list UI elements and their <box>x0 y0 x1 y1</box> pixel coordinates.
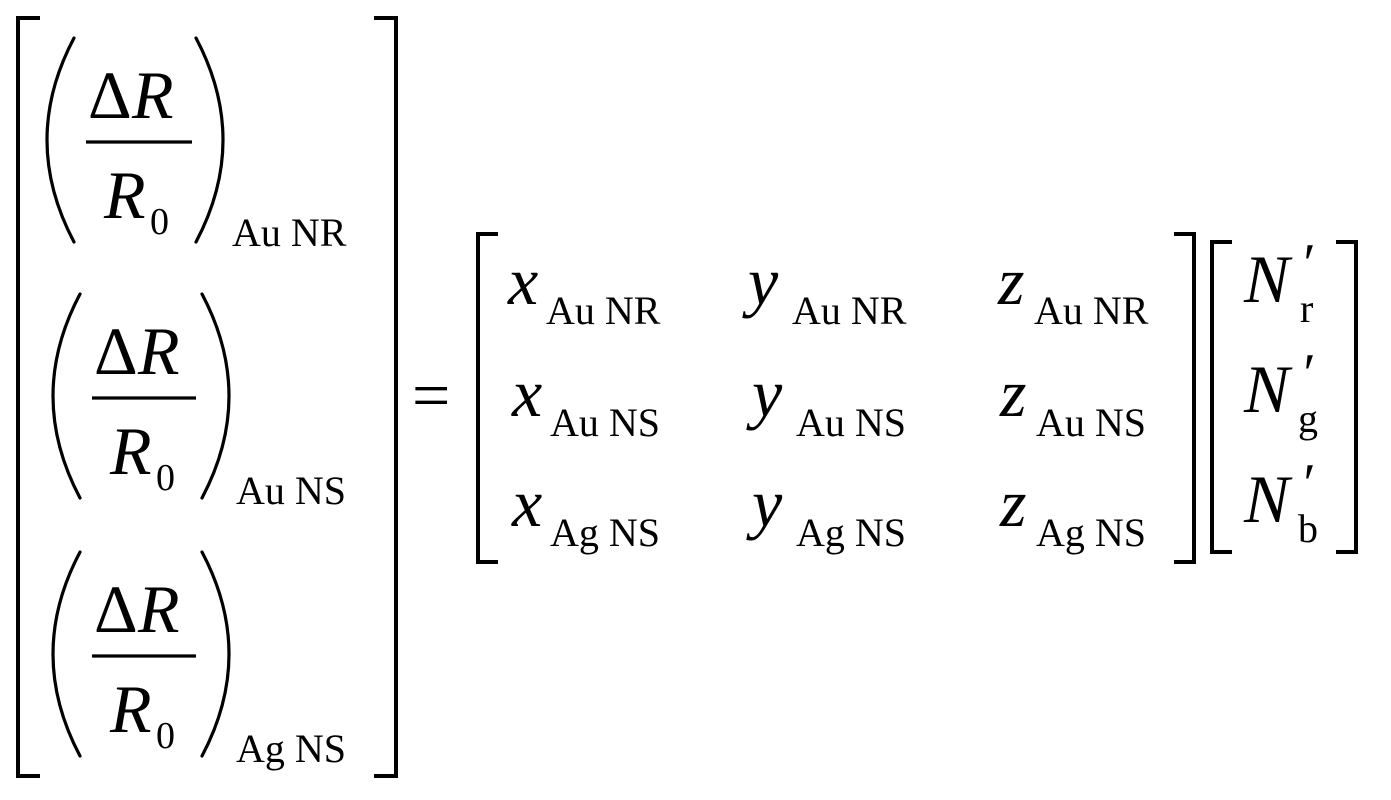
matrix-row-2: x Au NS y Au NS z Au NS <box>511 355 1146 445</box>
matrix-cell-var: z <box>999 355 1026 431</box>
matrix-bracket <box>476 232 1196 564</box>
matrix-cell-sub: Ag NS <box>796 510 906 555</box>
matrix-cell-var: z <box>999 465 1026 541</box>
matrix-cell-sub: Au NR <box>792 288 907 333</box>
numerator-var: R <box>137 313 180 389</box>
entry-subscript: Au NS <box>236 468 346 513</box>
vector-var: N <box>1243 351 1293 427</box>
entry-subscript: Ag NS <box>236 726 346 771</box>
matrix-cell-sub: Au NR <box>1034 288 1149 333</box>
close-paren <box>194 36 225 244</box>
delta-symbol: Δ <box>88 57 132 133</box>
matrix-cell-var: y <box>746 355 783 431</box>
vector-var: N <box>1243 461 1293 537</box>
left-vector-bracket <box>16 16 398 778</box>
vector-sub: b <box>1298 506 1318 551</box>
delta-symbol: Δ <box>94 571 138 647</box>
delta-symbol: Δ <box>94 313 138 389</box>
denominator-var: R <box>109 413 152 489</box>
right-vector-bracket <box>1210 240 1358 554</box>
close-paren <box>200 550 231 758</box>
vector-var: N <box>1243 241 1293 317</box>
right-entry-g: N ′ g <box>1243 343 1318 441</box>
matrix-cell-var: x <box>511 465 542 541</box>
open-paren <box>45 36 76 244</box>
matrix-cell-var: y <box>742 243 779 319</box>
matrix-cell-sub: Ag NS <box>1036 510 1146 555</box>
equals-sign: = <box>412 357 450 433</box>
matrix-cell-sub: Au NS <box>796 400 906 445</box>
left-entry-au-nr: Δ R R 0 Au NR <box>45 36 347 255</box>
numerator-var: R <box>131 57 174 133</box>
denominator-sub: 0 <box>150 201 169 243</box>
right-entry-r: N ′ r <box>1243 233 1313 331</box>
matrix-cell-var: x <box>511 355 542 431</box>
denominator-var: R <box>103 157 146 233</box>
prime-mark: ′ <box>1300 453 1313 515</box>
numerator-var: R <box>137 571 180 647</box>
matrix-cell-sub: Au NS <box>1036 400 1146 445</box>
denominator-sub: 0 <box>156 715 175 757</box>
matrix-cell-sub: Au NS <box>550 400 660 445</box>
vector-sub: g <box>1298 396 1318 441</box>
left-entry-ag-ns: Δ R R 0 Ag NS <box>51 550 346 771</box>
matrix-row-1: x Au NR y Au NR z Au NR <box>507 243 1149 333</box>
vector-sub: r <box>1300 286 1313 331</box>
matrix-row-3: x Ag NS y Ag NS z Ag NS <box>511 465 1146 555</box>
matrix-cell-sub: Ag NS <box>550 510 660 555</box>
left-entry-au-ns: Δ R R 0 Au NS <box>51 292 346 513</box>
matrix-cell-var: z <box>997 243 1024 319</box>
open-paren <box>51 550 82 758</box>
entry-subscript: Au NR <box>232 210 347 255</box>
right-entry-b: N ′ b <box>1243 453 1318 551</box>
open-paren <box>51 292 82 500</box>
close-paren <box>200 292 231 500</box>
prime-mark: ′ <box>1300 233 1313 295</box>
matrix-cell-var: y <box>746 465 783 541</box>
prime-mark: ′ <box>1300 343 1313 405</box>
denominator-var: R <box>109 671 152 747</box>
denominator-sub: 0 <box>156 457 175 499</box>
matrix-cell-sub: Au NR <box>546 288 661 333</box>
matrix-cell-var: x <box>507 243 538 319</box>
